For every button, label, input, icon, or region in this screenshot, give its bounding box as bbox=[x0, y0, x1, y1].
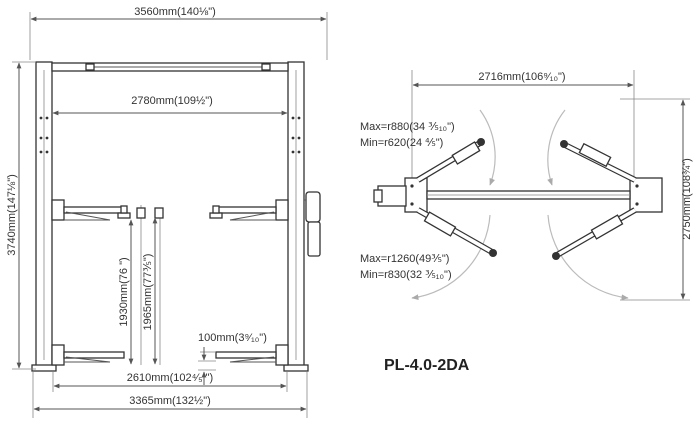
top-view: 2716mm(106⁹⁄₁₀") 2750mm(108¾") bbox=[360, 70, 693, 374]
left-carriage bbox=[373, 177, 428, 213]
lift-height-2-label: 1965mm(77⅗") bbox=[142, 254, 154, 331]
right-carriage bbox=[629, 177, 663, 213]
short-arm-min-label: Min=r620(24 ⅘") bbox=[360, 137, 443, 149]
overall-width-label: 3560mm(140⅛") bbox=[134, 6, 216, 18]
lowered-arms bbox=[51, 344, 289, 366]
column-span-dimension: 2716mm(106⁹⁄₁₀") bbox=[411, 70, 635, 180]
front-view: 3560mm(140⅛") bbox=[6, 6, 328, 418]
raised-arms bbox=[51, 199, 289, 365]
min-pad-height-label: 100mm(3⁹⁄₁₀") bbox=[198, 332, 267, 344]
left-arms bbox=[416, 138, 497, 257]
right-arms bbox=[552, 140, 637, 260]
overall-width-dimension: 3560mm(140⅛") bbox=[29, 6, 328, 60]
short-arm-max-label: Max=r880(34 ⅗₁₀") bbox=[360, 121, 455, 133]
long-arm-max-label: Max=r1260(49⅗") bbox=[360, 253, 449, 265]
min-pad-height-dimension: 100mm(3⁹⁄₁₀") bbox=[198, 332, 267, 385]
base-inner-width-label: 2610mm(102⁴⁄₅ ") bbox=[127, 372, 213, 384]
base-plate bbox=[426, 190, 631, 200]
swing-arcs bbox=[411, 109, 629, 301]
overall-height-label: 3740mm(147⅛") bbox=[6, 174, 18, 256]
right-column bbox=[283, 61, 321, 372]
lift-height-1-label: 1930mm(76 ") bbox=[118, 257, 130, 326]
base-dimensions: 2610mm(102⁴⁄₅ ") 3365mm(132½") bbox=[32, 372, 308, 418]
inner-width-dimension: 2780mm(109½") bbox=[52, 95, 288, 116]
lift-height-dimensions: 1930mm(76 ") 1965mm(77⅗") bbox=[118, 217, 158, 365]
depth-dimension: 2750mm(108¾") bbox=[620, 98, 693, 301]
long-arm-min-label: Min=r830(32 ⅗₁₀") bbox=[360, 269, 452, 281]
overhead-beam bbox=[51, 62, 289, 72]
depth-label: 2750mm(108¾") bbox=[681, 158, 693, 240]
model-title: PL-4.0-2DA bbox=[384, 357, 470, 374]
column-span-label: 2716mm(106⁹⁄₁₀") bbox=[478, 71, 565, 83]
overall-height-dimension: 3740mm(147⅛") bbox=[6, 61, 36, 370]
inner-width-label: 2780mm(109½") bbox=[131, 95, 213, 107]
arm-radius-labels: Max=r880(34 ⅗₁₀") Min=r620(24 ⅘") Max=r1… bbox=[360, 121, 455, 281]
base-outer-width-label: 3365mm(132½") bbox=[129, 395, 211, 407]
